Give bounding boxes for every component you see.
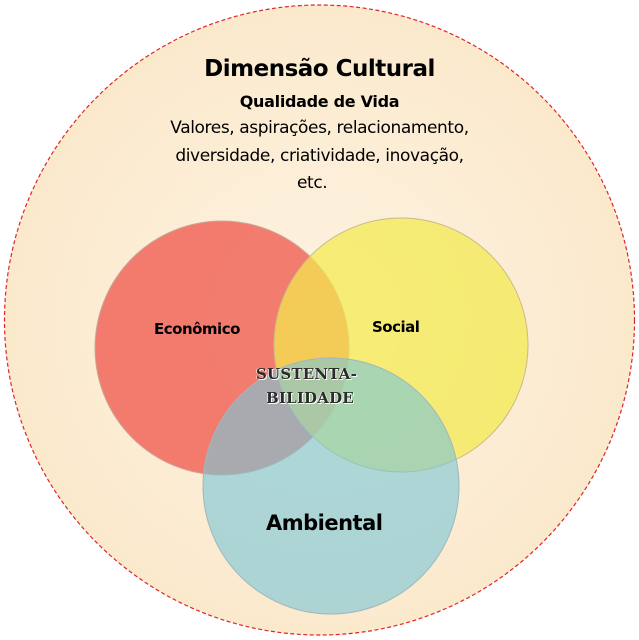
ambiental-circle bbox=[202, 357, 460, 615]
economico-label: Econômico bbox=[154, 320, 240, 338]
sustainability-label-line: BILIDADE bbox=[266, 389, 354, 407]
quality-of-life-subtitle: Qualidade de Vida bbox=[239, 92, 400, 111]
social-label: Social bbox=[372, 318, 420, 336]
sustainability-label-line: SUSTENTA- bbox=[256, 365, 358, 383]
description-line: diversidade, criatividade, inovação, bbox=[175, 146, 464, 166]
ambiental-label: Ambiental bbox=[266, 511, 383, 535]
cultural-dimension-title: Dimensão Cultural bbox=[204, 56, 435, 82]
description-line: Valores, aspirações, relacionamento, bbox=[170, 118, 469, 138]
description-line: etc. bbox=[297, 173, 328, 193]
